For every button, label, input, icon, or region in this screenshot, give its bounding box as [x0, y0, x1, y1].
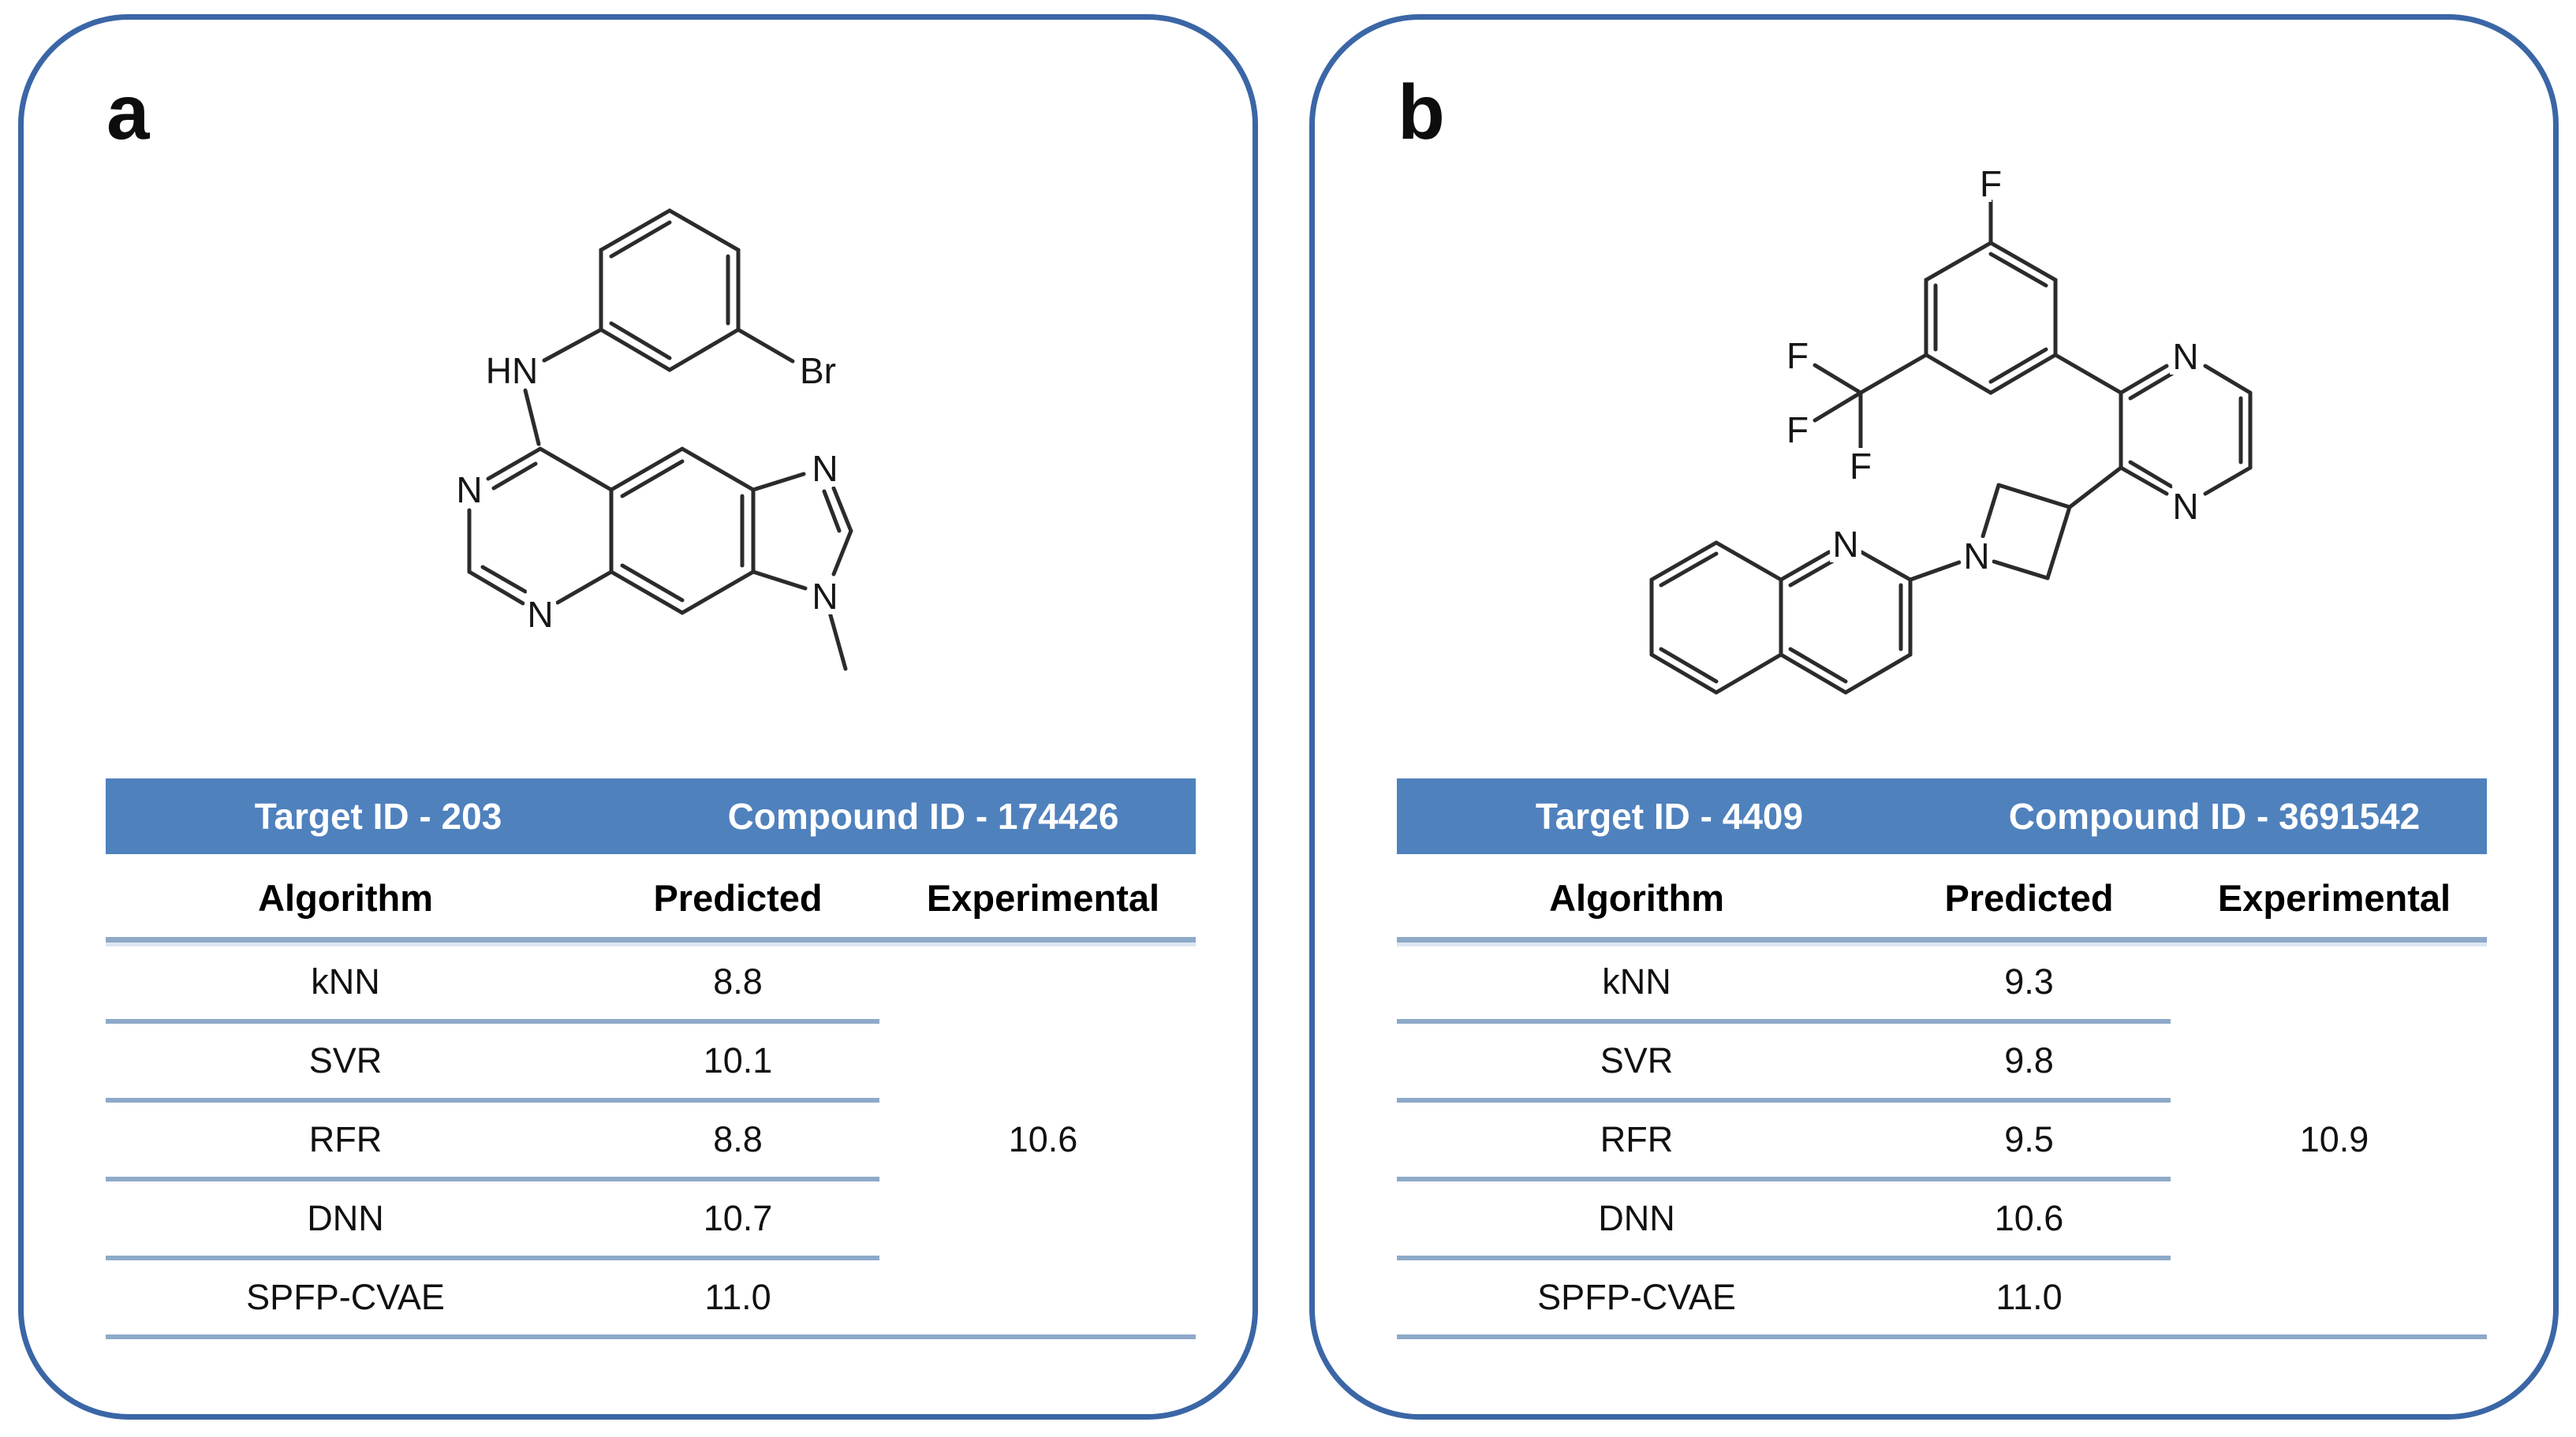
- predicted-cell: 9.5: [2004, 1119, 2054, 1159]
- algorithm-cell: RFR: [308, 1119, 383, 1159]
- molecule-structure-a: HN Br N N N N: [450, 208, 853, 671]
- panel-label-a: a: [106, 69, 150, 155]
- bond-group-quinoline: [1649, 540, 1913, 695]
- column-header-predicted: Predicted: [653, 876, 823, 919]
- compound-id: Compound ID - 174426: [727, 796, 1119, 837]
- table-row: kNN 8.8: [106, 942, 1196, 1024]
- algorithm-cell: SVR: [1600, 1040, 1674, 1081]
- prediction-table-b: Target ID - 4409 Compound ID - 3691542 A…: [1397, 778, 2487, 1339]
- column-header-algorithm: Algorithm: [1549, 876, 1724, 919]
- atom-label-fluorine: F: [1850, 446, 1872, 487]
- header-separator: [106, 937, 1196, 942]
- column-header-experimental: Experimental: [926, 876, 1160, 919]
- predicted-cell: 11.0: [704, 1277, 771, 1317]
- algorithm-cell: SPFP-CVAE: [1537, 1277, 1736, 1317]
- column-header-row: Algorithm Predicted Experimental: [1397, 858, 2487, 937]
- table-body: kNN 9.3 SVR 9.8 RFR 9.5 DNN 10.6 SPFP-CV…: [1397, 942, 2487, 1339]
- algorithm-cell: DNN: [1598, 1198, 1675, 1238]
- experimental-value: 10.9: [2299, 1119, 2369, 1159]
- prediction-table-a: Target ID - 203 Compound ID - 174426 Alg…: [106, 778, 1196, 1339]
- header-separator: [1397, 937, 2487, 942]
- table-row: SVR 9.8: [1397, 1021, 2487, 1103]
- table-header-bar: Target ID - 4409 Compound ID - 3691542: [1397, 778, 2487, 854]
- column-header-experimental: Experimental: [2217, 876, 2451, 919]
- compound-id: Compound ID - 3691542: [2008, 796, 2421, 837]
- table-row: RFR 8.8: [106, 1100, 1196, 1181]
- atom-label-nitrogen: N: [1963, 536, 1989, 577]
- predicted-cell: 8.8: [713, 961, 763, 1002]
- predicted-cell: 9.3: [2004, 961, 2054, 1002]
- atom-label-bromine: Br: [800, 350, 836, 391]
- bond-group-imidazole: [751, 472, 853, 671]
- algorithm-cell: SPFP-CVAE: [246, 1277, 445, 1317]
- predicted-cell: 10.7: [703, 1198, 773, 1238]
- algorithm-cell: DNN: [307, 1198, 384, 1238]
- predicted-cell: 10.1: [703, 1040, 773, 1081]
- atom-label-fluorine: F: [1786, 335, 1809, 376]
- atom-label-nitrogen: N: [812, 448, 838, 489]
- bond-group-fluorophenyl: [1813, 199, 2058, 450]
- panel-label-b: b: [1398, 69, 1445, 155]
- predicted-cell: 11.0: [1995, 1277, 2063, 1317]
- table-row: kNN 9.3: [1397, 942, 2487, 1024]
- panel-a: a: [18, 14, 1258, 1420]
- algorithm-cell: SVR: [308, 1040, 383, 1081]
- atom-label-nitrogen: N: [2172, 486, 2198, 527]
- atom-label-fluorine: F: [1786, 409, 1809, 450]
- bond-group-quinazoline: [467, 446, 756, 615]
- algorithm-cell: kNN: [1602, 961, 1671, 1002]
- bond-group-bromophenyl: [523, 208, 795, 446]
- target-id: Target ID - 203: [254, 796, 502, 837]
- table-row: RFR 9.5: [1397, 1100, 2487, 1181]
- table-header-bar: Target ID - 203 Compound ID - 174426: [106, 778, 1196, 854]
- column-header-predicted: Predicted: [1944, 876, 2114, 919]
- column-header-algorithm: Algorithm: [258, 876, 433, 919]
- molecule-structure-b: F F F F N N N N: [1649, 158, 2253, 695]
- atom-label-nitrogen: N: [2172, 336, 2198, 377]
- atom-label-nitrogen: N: [527, 594, 553, 635]
- atom-label-nitrogen: N: [812, 576, 838, 617]
- table-row: SPFP-CVAE 11.0: [106, 1258, 1196, 1339]
- atom-label-nitrogen: N: [456, 469, 482, 510]
- predicted-cell: 8.8: [713, 1119, 763, 1159]
- table-row: DNN 10.6: [1397, 1179, 2487, 1260]
- table-body: kNN 8.8 SVR 10.1 RFR 8.8 DNN 10.7 SPFP-C…: [106, 942, 1196, 1339]
- target-id: Target ID - 4409: [1535, 796, 1804, 837]
- algorithm-cell: RFR: [1600, 1119, 1674, 1159]
- table-row: SPFP-CVAE 11.0: [1397, 1258, 2487, 1339]
- algorithm-cell: kNN: [311, 961, 380, 1002]
- column-header-row: Algorithm Predicted Experimental: [106, 858, 1196, 937]
- predicted-cell: 9.8: [2004, 1040, 2054, 1081]
- bond-group-azetidine: [1908, 465, 2123, 582]
- table-row: SVR 10.1: [106, 1021, 1196, 1103]
- bond-group-pyrazine: [2053, 353, 2253, 496]
- atom-label-fluorine: F: [1980, 163, 2002, 204]
- atom-label-amine: HN: [486, 350, 538, 391]
- atom-label-nitrogen: N: [1832, 524, 1858, 565]
- predicted-cell: 10.6: [1994, 1198, 2064, 1238]
- panel-b: b: [1309, 14, 2559, 1420]
- experimental-value: 10.6: [1008, 1119, 1078, 1159]
- table-row: DNN 10.7: [106, 1179, 1196, 1260]
